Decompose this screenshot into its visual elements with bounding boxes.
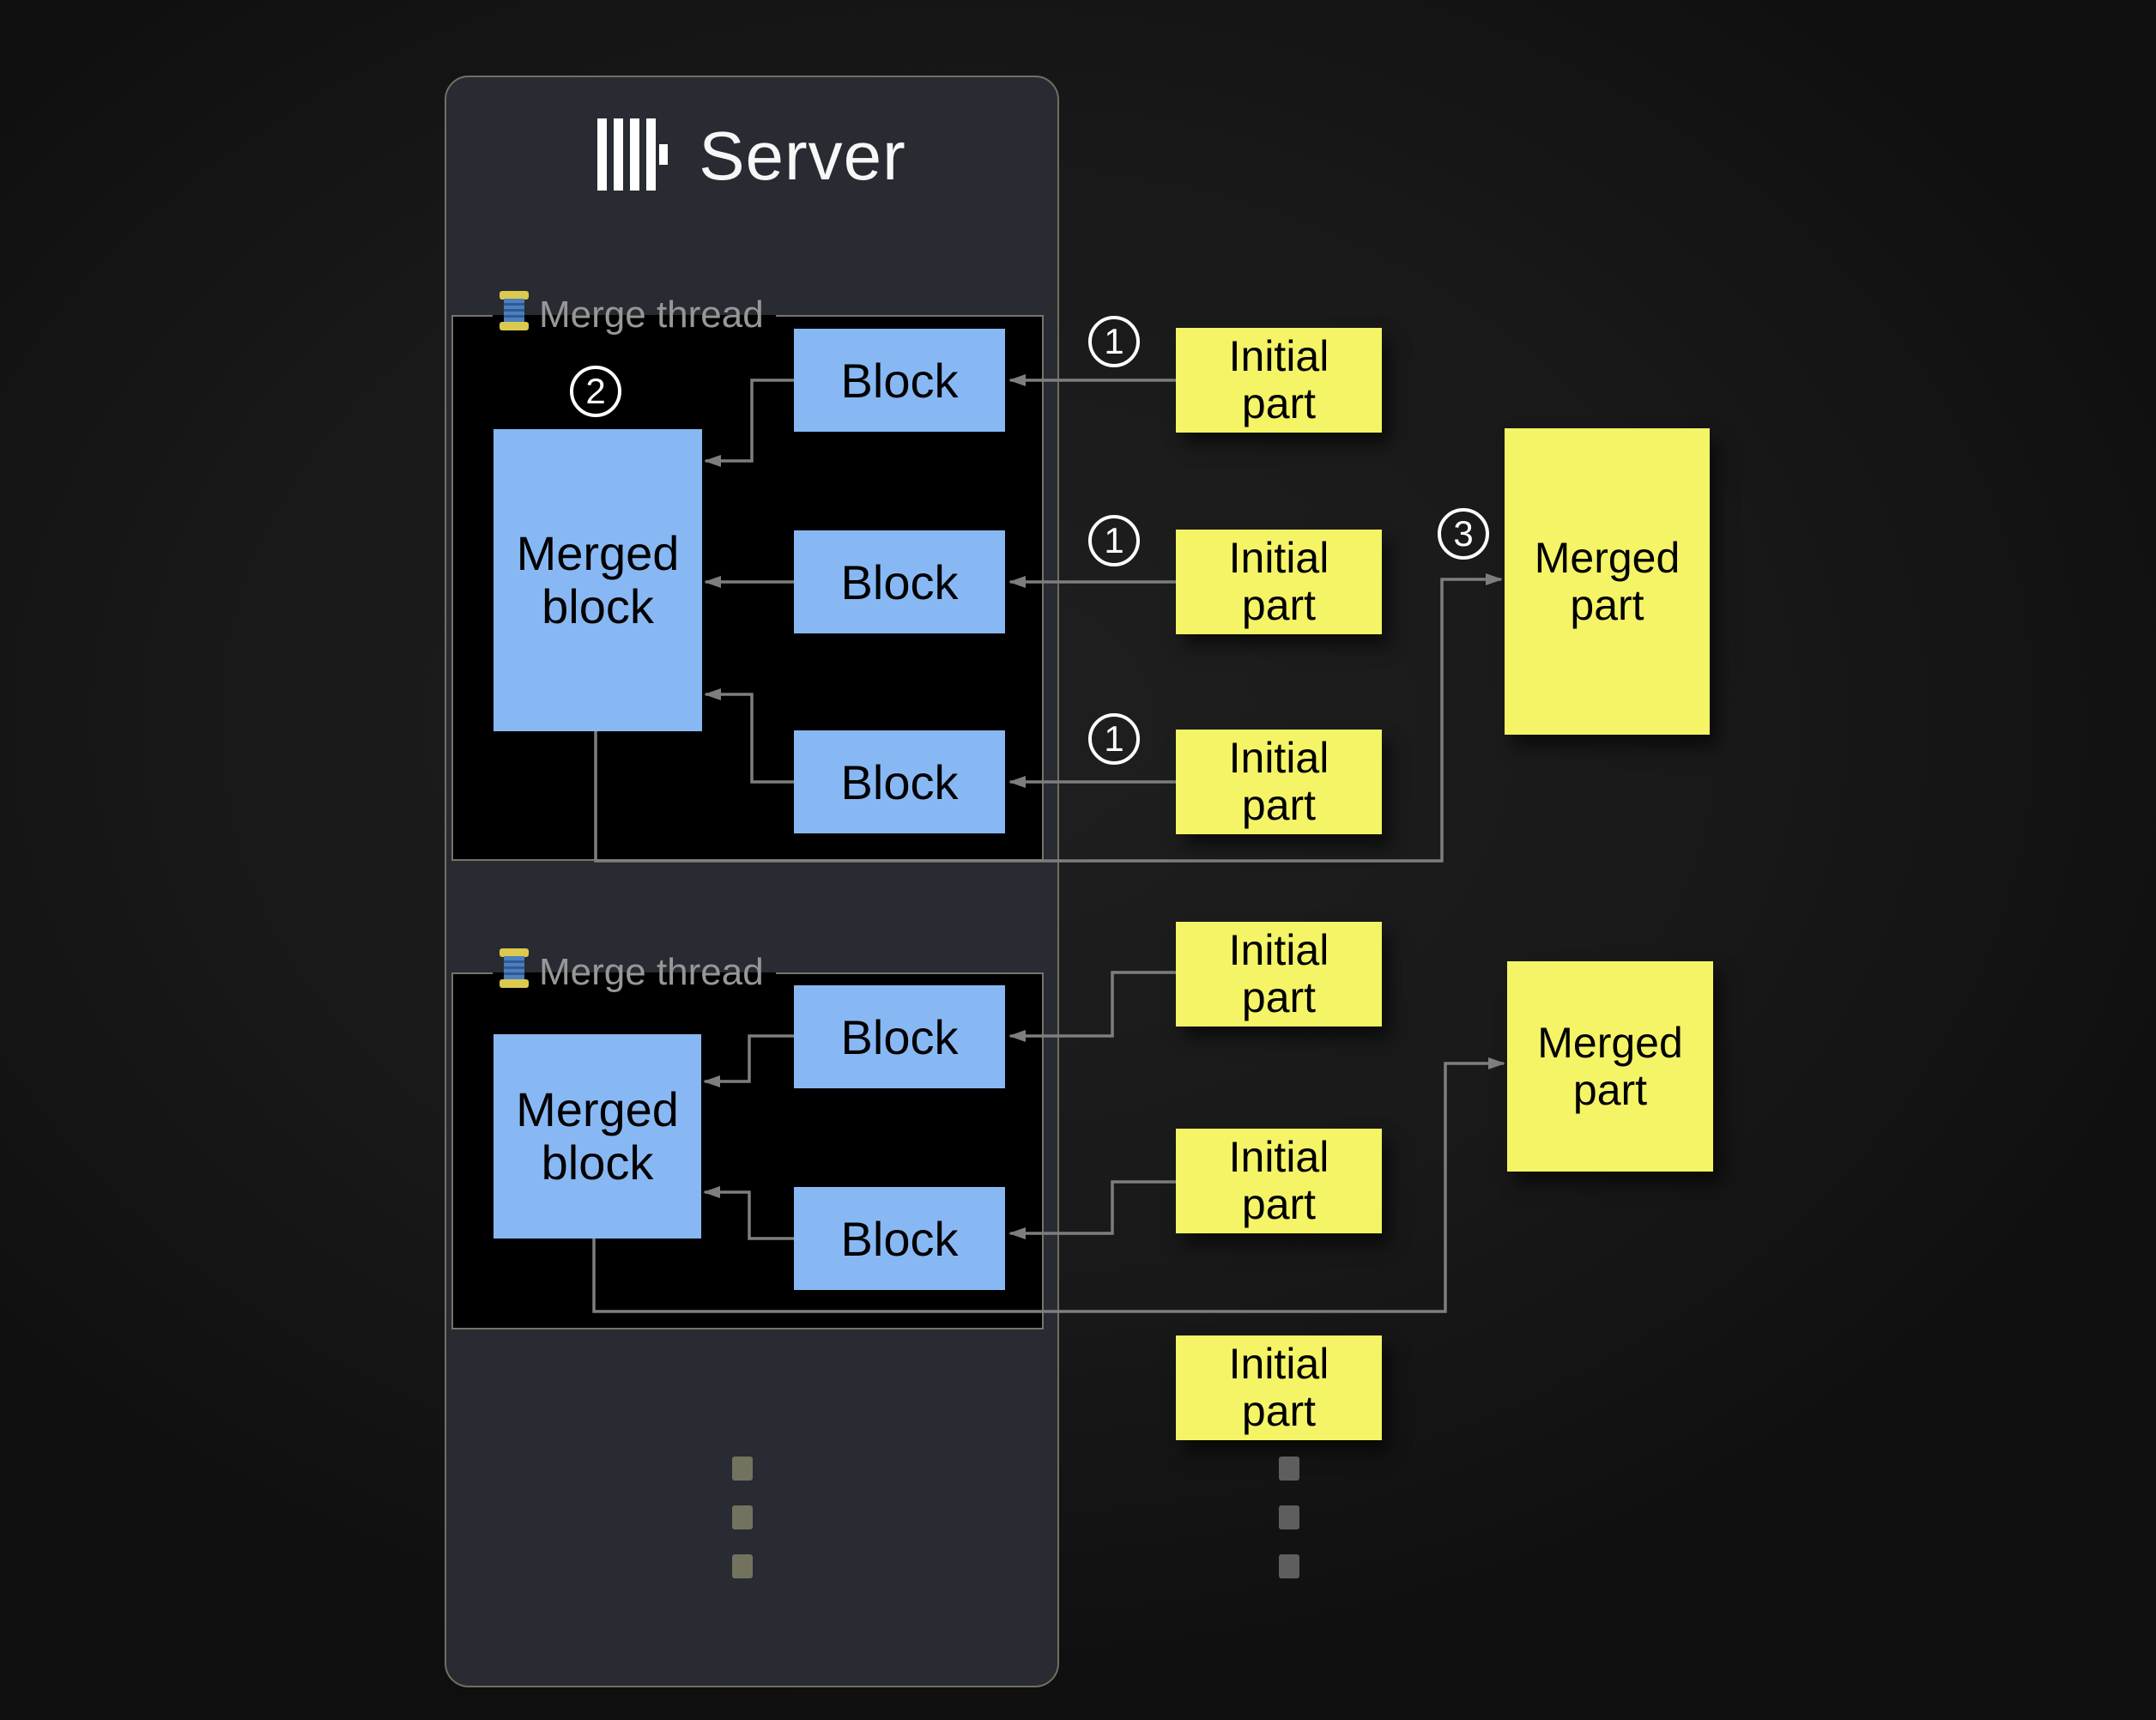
- clickhouse-bars-icon: [597, 118, 669, 195]
- ellipsis-dot: [1279, 1457, 1299, 1481]
- merge-thread-label-2: Merge thread: [493, 948, 776, 997]
- thread-spool-icon: [500, 290, 529, 340]
- ellipsis-dot: [1279, 1554, 1299, 1578]
- block-5: Block: [794, 1187, 1005, 1290]
- ellipsis-dot: [732, 1554, 753, 1578]
- connector-block5-to-mergedblock2: [703, 1186, 794, 1240]
- initial-part-4: Initial part: [1176, 922, 1382, 1027]
- step-2-badge: 2: [570, 366, 621, 417]
- connector-block4-to-mergedblock2: [703, 1034, 794, 1087]
- merged-block-1: Merged block: [494, 429, 702, 731]
- thread-spool-icon: [500, 948, 529, 997]
- step-1-badge-row2: 1: [1088, 515, 1140, 566]
- step-3-badge: 3: [1438, 508, 1489, 560]
- initial-part-5: Initial part: [1176, 1129, 1382, 1233]
- merge-thread-label-text: Merge thread: [539, 951, 764, 993]
- block-4: Block: [794, 985, 1005, 1088]
- block-2: Block: [794, 530, 1005, 633]
- server-title: Server: [699, 118, 906, 194]
- ellipsis-dot: [1279, 1505, 1299, 1529]
- block-1: Block: [794, 329, 1005, 432]
- connector-block3-to-mergedblock1: [704, 688, 794, 784]
- connector-mergedblock2-to-mergedpart2: [592, 1057, 1505, 1313]
- merged-block-2: Merged block: [494, 1034, 701, 1239]
- initial-part-6: Initial part: [1176, 1335, 1382, 1440]
- merge-thread-label-text: Merge thread: [539, 294, 764, 336]
- connector-initial4-to-block4: [1008, 971, 1176, 1042]
- step-1-badge-row1: 1: [1088, 316, 1140, 367]
- initial-part-1: Initial part: [1176, 328, 1382, 433]
- block-3: Block: [794, 730, 1005, 833]
- merge-thread-label-1: Merge thread: [493, 290, 776, 340]
- server-header: Server: [445, 112, 1059, 201]
- initial-part-3: Initial part: [1176, 730, 1382, 834]
- connector-mergedblock1-to-mergedpart1: [594, 573, 1503, 863]
- step-1-badge-row3: 1: [1088, 713, 1140, 765]
- ellipsis-dot: [732, 1505, 753, 1529]
- ellipsis-dot: [732, 1457, 753, 1481]
- merged-part-1: Merged part: [1505, 428, 1710, 735]
- connector-initial5-to-block5: [1008, 1180, 1176, 1239]
- merged-part-2: Merged part: [1507, 961, 1713, 1172]
- initial-part-2: Initial part: [1176, 530, 1382, 634]
- connector-block1-to-mergedblock1: [704, 379, 794, 467]
